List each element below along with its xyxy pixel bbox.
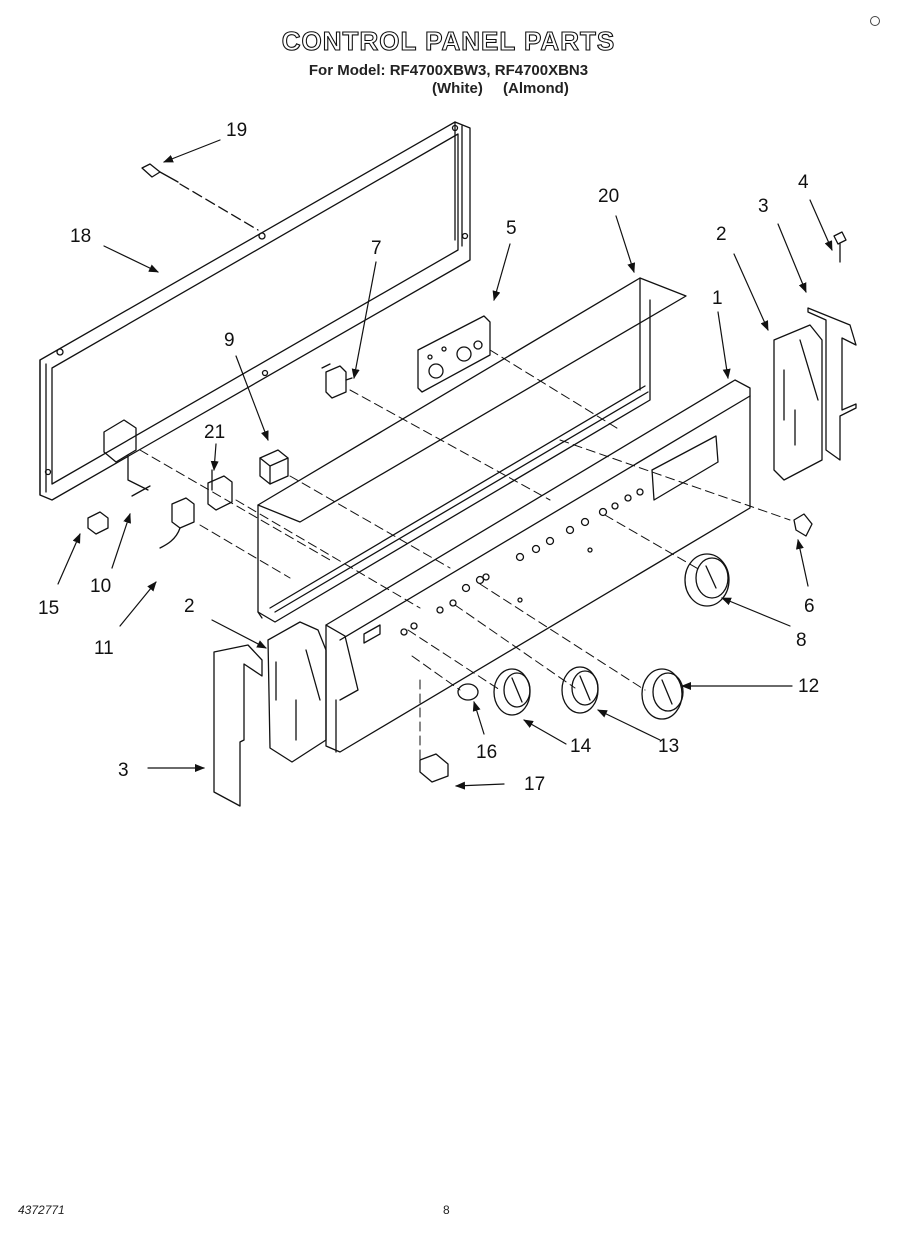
callout-2-left: 2 (184, 596, 195, 617)
corner-mark (870, 16, 880, 26)
part-2-left-endcap (267, 621, 327, 763)
part-8-knob (684, 553, 730, 607)
callout-11: 11 (94, 638, 114, 659)
callout-1: 1 (712, 288, 723, 309)
variant-labels: (White) (Almond) (432, 80, 585, 97)
part-12-knob (641, 668, 684, 720)
callout-12: 12 (798, 676, 819, 697)
callout-18: 18 (70, 226, 91, 247)
callout-8: 8 (796, 630, 807, 651)
part-19-screw (141, 163, 259, 231)
callout-14: 14 (570, 736, 592, 757)
callout-labels: 19 18 7 5 20 9 21 1 2 3 4 6 8 12 13 14 1… (38, 120, 819, 795)
callout-21: 21 (204, 422, 225, 443)
part-1-control-panel (325, 379, 751, 753)
part-6-cap (793, 513, 813, 537)
part-10-terminal (103, 419, 151, 497)
model-subtitle: For Model: RF4700XBW3, RF4700XBN3 (308, 62, 589, 79)
document-number: 4372771 (18, 1203, 65, 1217)
assembly-lines (139, 349, 791, 761)
part-5-switch-plate (417, 315, 491, 393)
part-9-relay (259, 449, 289, 485)
callout-3-right: 3 (758, 196, 769, 217)
part-20-backguard (257, 277, 687, 623)
part-7-switch (321, 363, 353, 399)
part-14-knob (493, 668, 531, 716)
callout-13: 13 (658, 736, 679, 757)
callout-9: 9 (224, 330, 235, 351)
callout-arrows (57, 139, 833, 790)
variant-almond: (Almond) (503, 80, 569, 97)
callout-4: 4 (798, 172, 809, 193)
callout-17: 17 (524, 774, 545, 795)
part-13-knob (561, 666, 599, 714)
callout-3-left: 3 (118, 760, 129, 781)
part-21-bracket (207, 469, 233, 511)
part-18-rear-frame (39, 121, 471, 501)
callout-16: 16 (476, 742, 497, 763)
part-2-right-endcap (773, 324, 823, 481)
callout-15: 15 (38, 598, 59, 619)
callout-7: 7 (371, 238, 382, 259)
callout-10: 10 (90, 576, 111, 597)
part-16-lens (457, 683, 479, 701)
callout-20: 20 (598, 186, 619, 207)
callout-6: 6 (804, 596, 815, 617)
part-3-right-bracket (807, 307, 857, 461)
part-17-socket (419, 753, 449, 783)
page-number: 8 (443, 1203, 450, 1217)
part-15-clip (87, 511, 109, 535)
variant-white: (White) (432, 80, 483, 97)
part-3-left-bracket (213, 644, 263, 807)
callout-19: 19 (226, 120, 247, 141)
part-4-screw (833, 231, 847, 263)
page-title: CONTROL PANEL PARTS (281, 25, 616, 56)
part-11-fuse (159, 497, 195, 549)
callout-2-right: 2 (716, 224, 727, 245)
callout-5: 5 (506, 218, 517, 239)
